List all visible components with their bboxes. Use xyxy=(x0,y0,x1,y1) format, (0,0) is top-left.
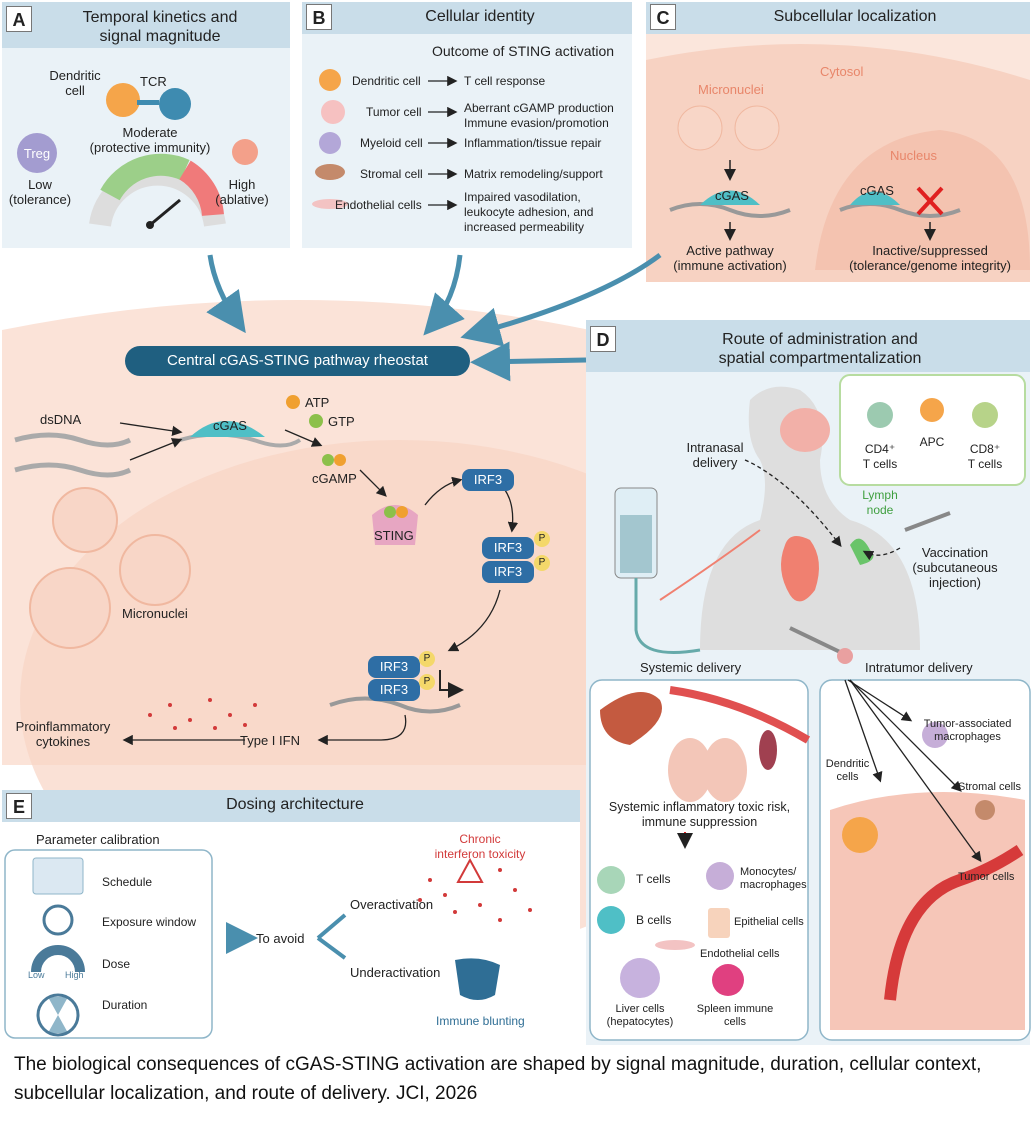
irf3-badge: IRF3 xyxy=(482,537,534,559)
inactive-label: Inactive/suppressed (tolerance/genome in… xyxy=(849,243,1011,273)
liver-label: Liver cells (hepatocytes) xyxy=(606,1003,674,1028)
panel-d-letter: D xyxy=(590,326,616,352)
high-label: High (ablative) xyxy=(215,177,269,207)
apc-label: APC xyxy=(919,435,945,449)
intratumor-delivery-label: Intratumor delivery xyxy=(865,660,973,675)
irf3-badge: IRF3 xyxy=(482,561,534,583)
type1-ifn-label: Type I IFN xyxy=(240,733,300,748)
exposure-window-label: Exposure window xyxy=(102,915,197,929)
panel-e-letter: E xyxy=(6,793,32,819)
dsdna-label: dsDNA xyxy=(40,412,82,427)
lymph-node-label: Lymph node xyxy=(862,488,898,517)
phospho-badge: P xyxy=(419,651,435,667)
cell-label: Tumor cell xyxy=(366,105,422,119)
high-dose-label: High xyxy=(65,970,84,980)
bcells-label: B cells xyxy=(636,913,672,927)
irf3-badge: IRF3 xyxy=(368,656,420,678)
panel-b-title: Cellular identity xyxy=(425,8,535,25)
panel-c-header xyxy=(646,2,1030,34)
cd4-label: CD4⁺ T cells xyxy=(862,442,898,471)
cd8-label: CD8⁺ T cells xyxy=(967,442,1003,471)
tumor-cells-label: Tumor cells xyxy=(958,871,1015,883)
dendritic-cell-label: Dendritic cell xyxy=(49,68,101,98)
nucleus-label: Nucleus xyxy=(890,148,937,163)
irf3-badge: IRF3 xyxy=(462,469,514,491)
outcome-label: T cell response xyxy=(464,74,546,88)
cell-label: Dendritic cell xyxy=(352,74,421,88)
to-avoid-label: To avoid xyxy=(256,931,305,946)
outcome-label: Impaired vasodilation, leukocyte adhesio… xyxy=(464,190,594,234)
panel-c-title: Subcellular localization xyxy=(773,8,937,25)
cytosol-label: Cytosol xyxy=(820,64,864,79)
intranasal-label: Intranasal delivery xyxy=(686,440,744,470)
tam-label: Tumor-associated macrophages xyxy=(923,718,1012,743)
outcome-label: Aberrant cGAMP production Immune evasion… xyxy=(464,101,614,130)
dendritic-cells-label: Dendritic cells xyxy=(825,758,870,783)
monocytes-label: Monocytes/ macrophages xyxy=(740,866,807,891)
panel-b-header xyxy=(302,2,632,34)
panel-e-header xyxy=(2,790,580,822)
cgas-center-label: cGAS xyxy=(213,418,247,433)
chronic-toxicity-label: Chronic interferon toxicity xyxy=(434,832,526,861)
phospho-badge: P xyxy=(534,531,550,547)
cell-label: Stromal cell xyxy=(360,167,423,181)
panel-b-subtitle: Outcome of STING activation xyxy=(432,43,615,59)
underactivation-label: Underactivation xyxy=(350,965,441,980)
panel-d-title: Route of administration and spatial comp… xyxy=(718,331,922,367)
endothelial-label: Endothelial cells xyxy=(700,948,780,960)
schedule-label: Schedule xyxy=(102,875,153,889)
low-dose-label: Low xyxy=(28,970,45,980)
systemic-delivery-label: Systemic delivery xyxy=(640,660,742,675)
panel-e-title: Dosing architecture xyxy=(226,796,364,813)
panel-b-letter: B xyxy=(306,4,332,30)
outcome-label: Inflammation/tissue repair xyxy=(464,136,602,150)
overactivation-label: Overactivation xyxy=(350,897,434,912)
panel-a-letter: A xyxy=(6,6,32,32)
cell-label: Myeloid cell xyxy=(360,136,423,150)
atp-label: ATP xyxy=(305,395,330,410)
cell-label: Endothelial cells xyxy=(335,198,422,212)
immune-blunting-label: Immune blunting xyxy=(436,1014,525,1028)
outcome-label: Matrix remodeling/support xyxy=(464,167,603,181)
panel-a-header xyxy=(2,2,290,48)
phospho-badge: P xyxy=(534,555,550,571)
irf3-badge: IRF3 xyxy=(368,679,420,701)
panel-c-letter: C xyxy=(650,4,676,30)
cgas-label: cGAS xyxy=(715,188,749,203)
tcells-label: T cells xyxy=(636,872,671,886)
cytokines-label: Proinflammatory cytokines xyxy=(15,719,111,749)
duration-label: Duration xyxy=(102,998,148,1012)
panel-a-title: Temporal kinetics and signal magnitude xyxy=(82,9,238,45)
phospho-badge: P xyxy=(419,674,435,690)
treg-label: Treg xyxy=(23,146,51,161)
low-label: Low (tolerance) xyxy=(8,177,72,207)
tcr-label: TCR xyxy=(140,74,167,89)
cgas-label: cGAS xyxy=(860,183,894,198)
active-pathway-label: Active pathway (immune activation) xyxy=(673,243,787,273)
sting-label: STING xyxy=(374,528,414,543)
rheostat-banner: Central cGAS-STING pathway rheostat xyxy=(125,346,470,376)
stromal-label: Stromal cells xyxy=(958,781,1021,793)
dose-label: Dose xyxy=(102,957,131,971)
parameter-calibration-label: Parameter calibration xyxy=(36,832,160,847)
micronuclei-label: Micronuclei xyxy=(698,82,764,97)
figure-caption: The biological consequences of cGAS-STIN… xyxy=(14,1054,982,1104)
spleen-label: Spleen immune cells xyxy=(696,1003,774,1028)
micronuclei-center-label: Micronuclei xyxy=(122,606,188,621)
vaccination-label: Vaccination (subcutaneous injection) xyxy=(912,545,998,590)
epithelial-label: Epithelial cells xyxy=(734,916,804,928)
moderate-label: Moderate (protective immunity) xyxy=(89,125,211,155)
gtp-label: GTP xyxy=(328,414,355,429)
toxic-risk-label: Systemic inflammatory toxic risk, immune… xyxy=(608,800,791,829)
figure-artwork xyxy=(2,2,1031,1045)
cgamp-label: cGAMP xyxy=(312,471,357,486)
